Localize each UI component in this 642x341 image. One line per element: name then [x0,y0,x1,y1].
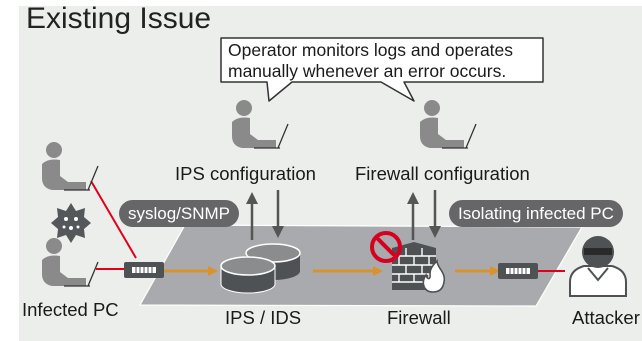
infected-pc-label: Infected PC [22,299,119,320]
page-title: Existing Issue [26,2,212,35]
virus-icon [51,203,91,243]
attacker-label: Attacker [572,307,640,328]
router-icon-right [498,263,538,279]
syslog-snmp-badge: syslog/SNMP [119,200,240,227]
operator-icon-ips [232,100,289,149]
attacker-icon [569,236,627,297]
callout-text: Operator monitors logs and operates manu… [228,40,513,82]
callout-bubble [220,37,544,102]
prohibited-icon [370,231,402,263]
firewall-label: Firewall [387,307,451,328]
ips-ids-label: IPS / IDS [225,307,302,328]
operator-icon-firewall [420,100,477,149]
ips-configuration-label: IPS configuration [175,163,316,184]
callout-line-1: Operator monitors logs and operates [228,40,514,60]
router-icon-left [124,262,164,278]
firewall-configuration-label: Firewall configuration [355,163,530,184]
isolating-infected-pc-badge: Isolating infected PC [449,200,623,227]
infected-pc-user-icon [42,238,99,287]
callout-line-2: manually whenever an error occurs. [228,61,507,81]
pc-user-icon-top [42,142,99,191]
fire-icon [422,259,446,293]
infection-link-top [90,180,137,259]
ips-ids-icon [220,243,301,294]
firewall-icon [392,242,446,293]
